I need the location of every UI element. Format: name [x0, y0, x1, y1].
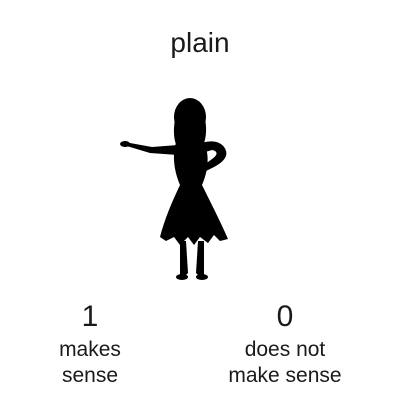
woman-silhouette-icon — [120, 98, 228, 280]
option-label-line1: makes — [59, 338, 121, 361]
option-label-line2: make sense — [228, 364, 342, 387]
option-value: 1 — [81, 300, 99, 333]
does-not-make-sense-option[interactable]: 0 does not make sense — [210, 298, 360, 388]
option-value: 0 — [276, 300, 294, 333]
makes-sense-option[interactable]: 1 makes sense — [30, 298, 150, 388]
option-label-line1: does not — [244, 338, 326, 361]
option-label-line2: sense — [61, 364, 119, 387]
stimulus-word: plain — [170, 27, 230, 58]
